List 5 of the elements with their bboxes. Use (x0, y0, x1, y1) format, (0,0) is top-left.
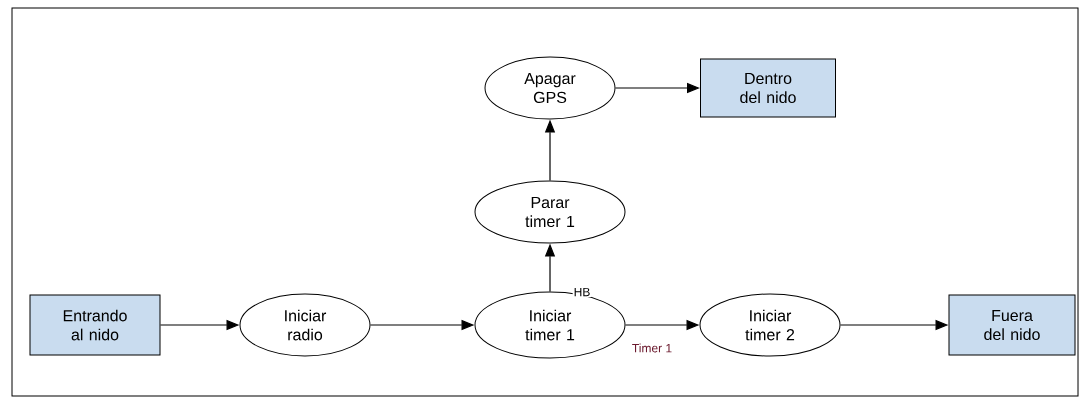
process-box: Entrando al nido (29, 294, 161, 356)
process-box: Fuera del nido (948, 294, 1076, 356)
edge-label: HB (572, 286, 592, 298)
process-box: Dentro del nido (700, 58, 836, 118)
edge-label: Timer 1 (630, 342, 674, 354)
